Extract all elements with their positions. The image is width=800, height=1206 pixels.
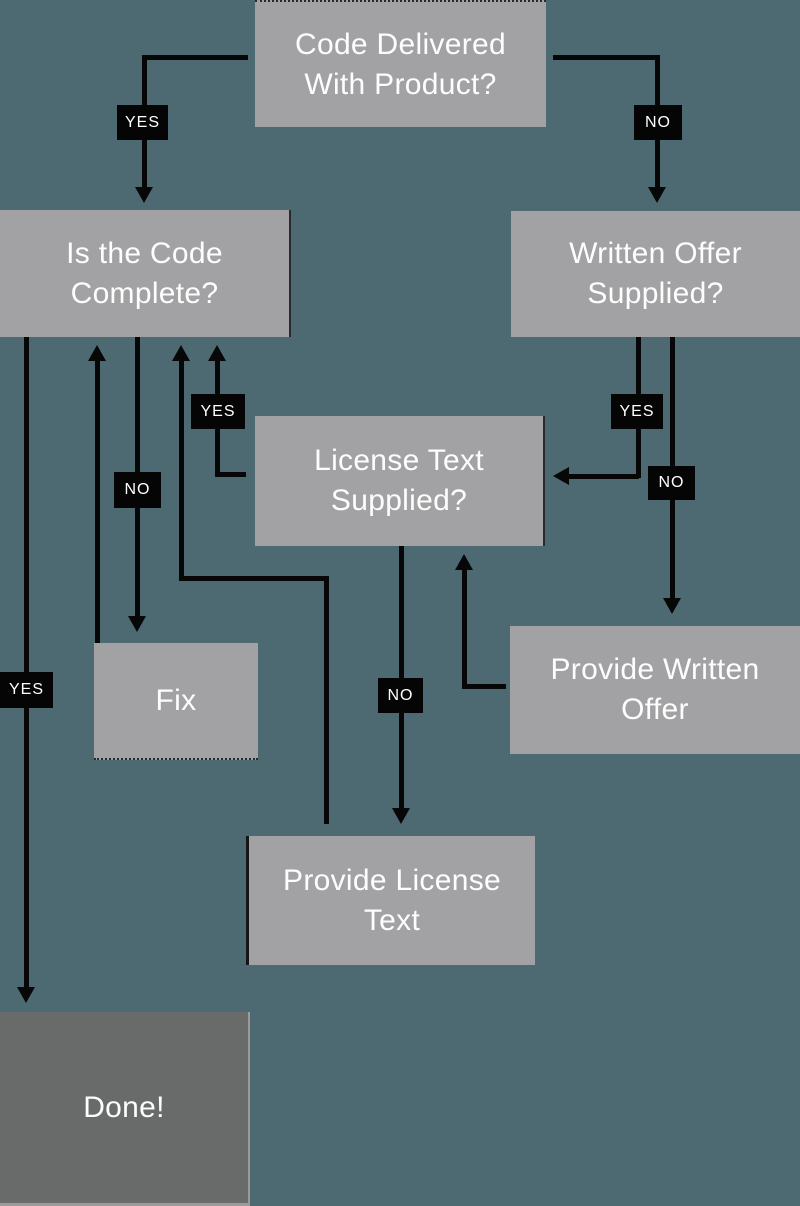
node-is-code-complete: Is the Code Complete? xyxy=(0,210,291,337)
edge-label-code-complete-yes: YES xyxy=(0,672,53,708)
edge-top-yes-h xyxy=(142,55,248,60)
node-is-code-complete-label: Is the Code Complete? xyxy=(66,236,223,310)
edge-offer-yes-h xyxy=(569,474,639,479)
edge-label-written-offer-yes: YES xyxy=(611,394,663,429)
node-provide-license-text-label: Provide License Text xyxy=(283,863,501,937)
arrowhead-up-icon xyxy=(455,554,473,570)
arrowhead-down-icon xyxy=(392,808,410,824)
arrowhead-down-icon xyxy=(648,187,666,203)
arrowhead-down-icon xyxy=(128,616,146,632)
edge-complete-yes-v xyxy=(24,337,29,987)
node-code-delivered: Code Delivered With Product? xyxy=(255,0,546,127)
arrowhead-down-icon xyxy=(135,187,153,203)
edge-label-license-supplied-yes: YES xyxy=(191,394,245,429)
node-written-offer-supplied: Written Offer Supplied? xyxy=(511,211,800,337)
edge-provlic-return-h xyxy=(179,576,329,581)
edge-provoffer-return-h xyxy=(462,684,506,689)
node-provide-written-offer-label: Provide Written Offer xyxy=(550,653,760,726)
edge-provlic-return-v1 xyxy=(179,360,184,581)
arrowhead-left-icon xyxy=(553,467,569,485)
arrowhead-up-icon xyxy=(172,345,190,361)
edge-label-code-complete-no: NO xyxy=(114,472,161,508)
edge-fix-return-v xyxy=(95,360,100,643)
node-license-text-supplied-label: License Text Supplied? xyxy=(314,444,484,517)
edge-label-written-offer-no: NO xyxy=(648,466,695,500)
edge-label-license-supplied-no: NO xyxy=(378,678,423,713)
node-written-offer-supplied-label: Written Offer Supplied? xyxy=(569,237,742,310)
node-code-delivered-label: Code Delivered With Product? xyxy=(295,27,506,101)
edge-top-no-h xyxy=(553,55,660,60)
arrowhead-up-icon xyxy=(88,345,106,361)
edge-license-no-v xyxy=(399,546,404,808)
arrowhead-down-icon xyxy=(17,987,35,1003)
node-license-text-supplied: License Text Supplied? xyxy=(255,416,545,546)
edge-provoffer-return-v xyxy=(462,570,467,689)
node-done-label: Done! xyxy=(83,1090,165,1124)
arrowhead-up-icon xyxy=(208,345,226,361)
arrowhead-down-icon xyxy=(663,598,681,614)
edge-license-yes-h xyxy=(215,472,246,477)
edge-label-code-delivered-no: NO xyxy=(634,105,682,140)
edge-provlic-return-v2 xyxy=(324,576,329,824)
node-provide-written-offer: Provide Written Offer xyxy=(510,626,800,754)
node-provide-license-text: Provide License Text xyxy=(246,836,535,965)
node-fix: Fix xyxy=(94,643,258,760)
edge-label-code-delivered-yes: YES xyxy=(117,105,168,140)
node-done: Done! xyxy=(0,1012,250,1206)
node-fix-label: Fix xyxy=(155,683,197,717)
